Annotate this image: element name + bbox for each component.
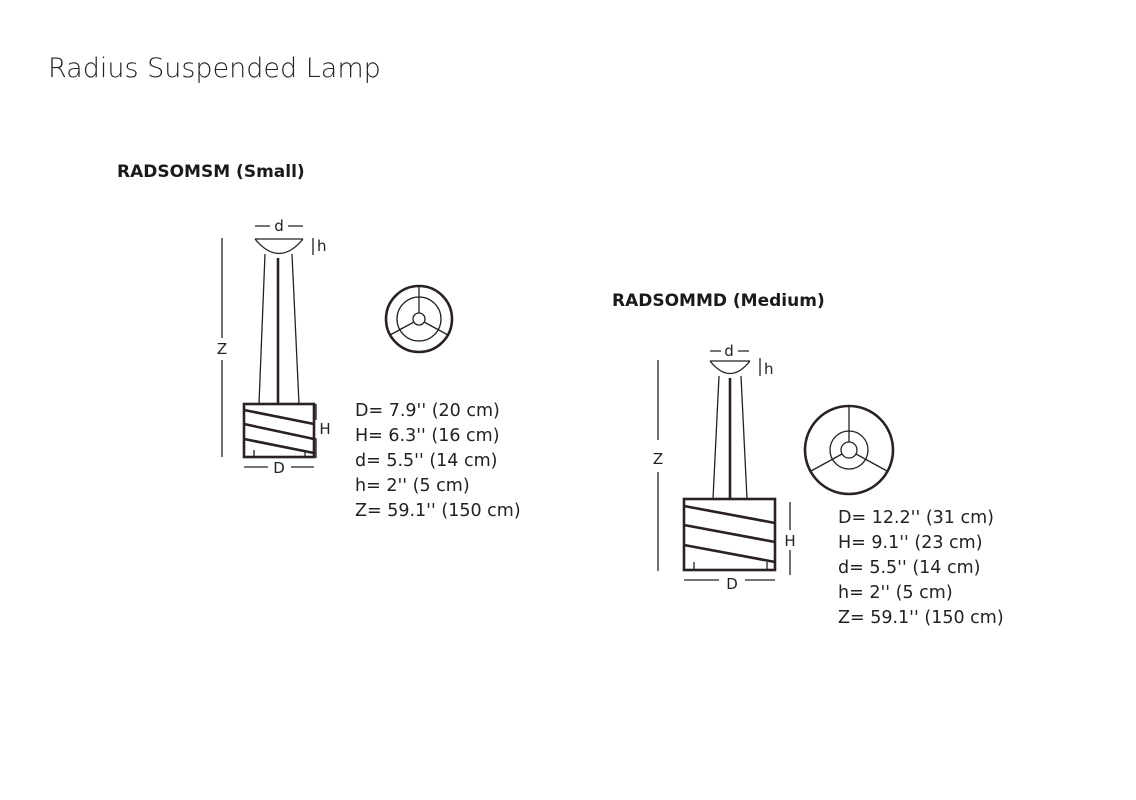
- spec-line: H= 9.1'' (23 cm): [838, 533, 983, 553]
- dimension-lines-medium: d h Z H D: [653, 342, 796, 593]
- dim-label-Z: Z: [653, 450, 663, 468]
- page-title: Radius Suspended Lamp: [48, 53, 381, 84]
- specs-medium: D= 12.2'' (31 cm) H= 9.1'' (23 cm) d= 5.…: [838, 508, 1004, 628]
- dim-label-Z: Z: [217, 340, 227, 358]
- model-medium: RADSOMMD (Medium) d h Z H D D= 12.2'' (3…: [612, 291, 1004, 628]
- model-small: RADSOMSM (Small) d h Z H D D= 7.9'' (20 …: [117, 162, 521, 521]
- spec-line: Z= 59.1'' (150 cm): [838, 608, 1004, 628]
- dim-label-D: D: [273, 459, 285, 477]
- spec-line: Z= 59.1'' (150 cm): [355, 501, 521, 521]
- spec-line: D= 7.9'' (20 cm): [355, 401, 500, 421]
- model-name-medium: RADSOMMD (Medium): [612, 291, 825, 311]
- top-view-medium-lamp: [803, 404, 895, 496]
- specs-small: D= 7.9'' (20 cm) H= 6.3'' (16 cm) d= 5.5…: [355, 401, 521, 521]
- dimension-lines-small: d h Z H D: [217, 217, 331, 477]
- dim-label-D: D: [726, 575, 738, 593]
- top-view-small-lamp: [384, 284, 454, 354]
- spec-line: d= 5.5'' (14 cm): [838, 558, 981, 578]
- spec-line: d= 5.5'' (14 cm): [355, 451, 498, 471]
- spec-line: D= 12.2'' (31 cm): [838, 508, 994, 528]
- model-name-small: RADSOMSM (Small): [117, 162, 305, 182]
- side-view-medium-lamp: [682, 360, 777, 572]
- spec-line: h= 2'' (5 cm): [355, 476, 470, 496]
- dim-label-d: d: [724, 342, 734, 360]
- spec-line: h= 2'' (5 cm): [838, 583, 953, 603]
- dim-label-H: H: [319, 420, 330, 438]
- dim-label-h: h: [764, 360, 774, 378]
- dim-label-H: H: [784, 532, 795, 550]
- spec-line: H= 6.3'' (16 cm): [355, 426, 500, 446]
- dim-label-d: d: [274, 217, 284, 235]
- dim-label-h: h: [317, 237, 327, 255]
- side-view-small-lamp: [242, 238, 316, 459]
